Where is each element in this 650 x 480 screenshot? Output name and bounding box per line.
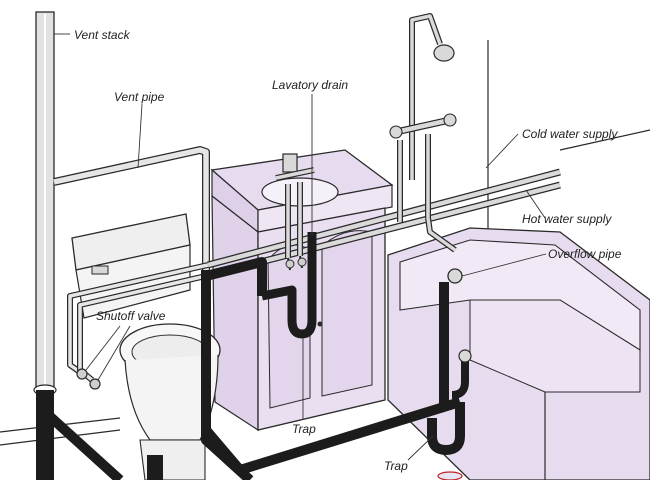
vent-pipe [53, 146, 210, 270]
label-shutoff-valve: Shutoff valve [96, 309, 166, 323]
shutoff-valve [76, 368, 101, 390]
label-vent-pipe: Vent pipe [114, 90, 165, 104]
toilet [71, 213, 221, 480]
sink-drain-trap [261, 232, 317, 339]
label-trap-tub: Trap [384, 459, 408, 473]
label-overflow-pipe: Overflow pipe [548, 247, 622, 261]
label-hot-water-supply: Hot water supply [522, 212, 612, 226]
main-drain-lines [41, 257, 462, 480]
label-lavatory-drain: Lavatory drain [272, 78, 348, 92]
diagram-labels: Vent stack Vent pipe Lavatory drain Cold… [74, 28, 622, 473]
shower [389, 13, 457, 253]
label-cold-water-supply: Cold water supply [522, 127, 618, 141]
tub-overflow-trap [427, 268, 472, 480]
label-trap-sink: Trap [292, 422, 316, 436]
lavatory-faucet [275, 153, 315, 271]
supply-pipes [67, 168, 561, 383]
label-vent-stack: Vent stack [74, 28, 131, 42]
bathtub [387, 227, 650, 480]
vent-stack [33, 11, 57, 480]
leader-lines [54, 33, 547, 461]
